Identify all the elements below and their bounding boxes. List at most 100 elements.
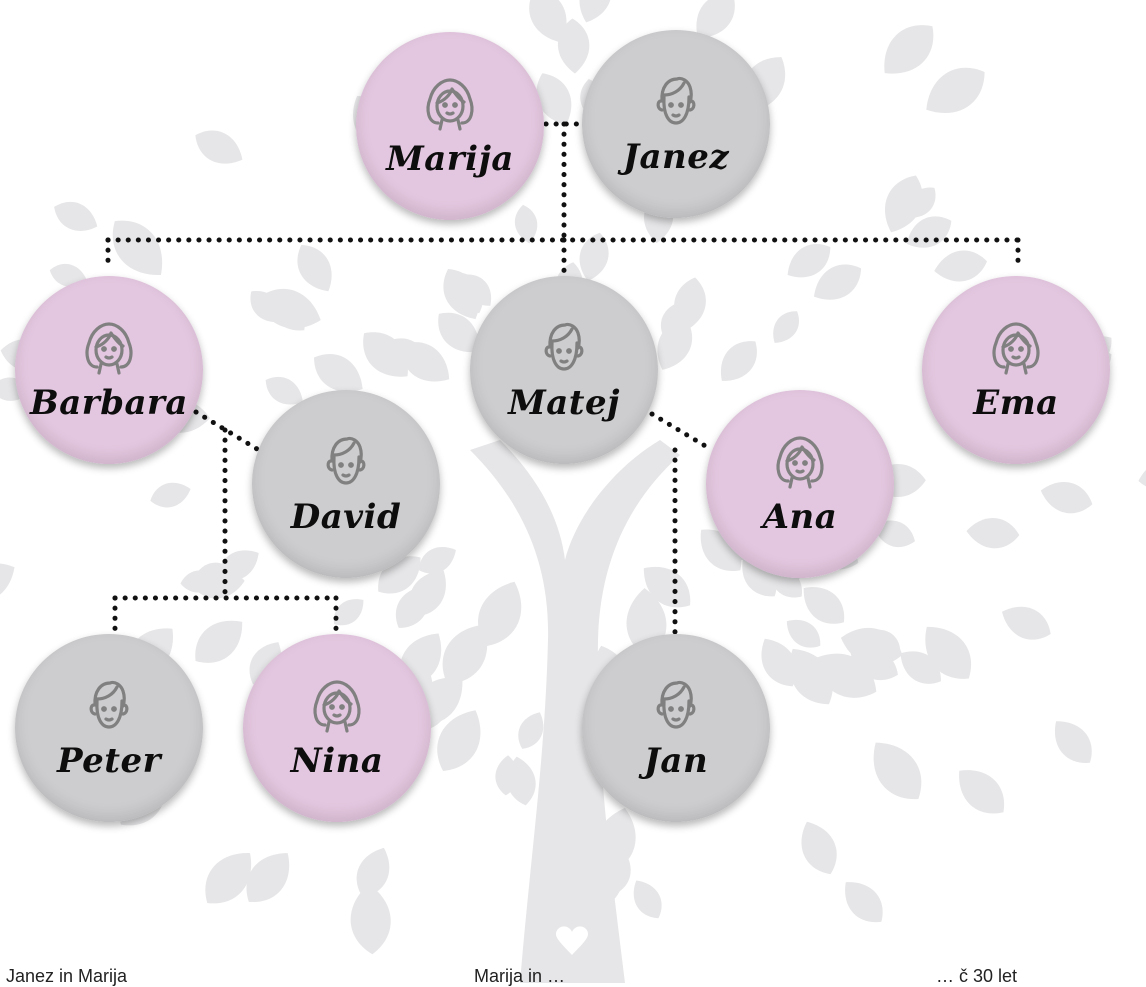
leaf-shape (463, 274, 492, 306)
person-name: Matej (508, 383, 620, 423)
connector-barbara-david (193, 409, 265, 455)
person-name: Barbara (30, 383, 188, 423)
leaf-shape (314, 353, 363, 392)
leaf-shape (589, 844, 624, 903)
male-icon (544, 322, 584, 371)
caption-left: Janez in Marija (6, 966, 128, 986)
leaf-shape (356, 847, 390, 898)
leaf-shape (478, 581, 522, 647)
leaf-shape (884, 25, 934, 74)
person-name: Ana (762, 497, 838, 537)
leaf-shape (0, 563, 15, 602)
leaf-shape (720, 341, 757, 381)
leaf-shape (54, 201, 98, 231)
leaf-shape (395, 586, 429, 628)
person-janez: Janez (582, 30, 770, 218)
person-marija: Marija (356, 32, 544, 220)
leaf-shape (1040, 482, 1093, 514)
leaf-shape (761, 638, 797, 687)
female-icon (426, 78, 474, 131)
connector-matej-ana (649, 411, 715, 453)
person-name: Nina (290, 741, 384, 781)
leaf-shape (789, 648, 833, 705)
tree-trunk (470, 440, 680, 983)
leaf-shape (246, 853, 290, 902)
person-peter: Peter (15, 634, 203, 822)
leaf-shape (195, 130, 243, 164)
leaf-shape (814, 264, 862, 300)
person-jan: Jan (582, 634, 770, 822)
leaf-shape (661, 303, 686, 346)
leaf-shape (925, 626, 972, 679)
female-icon (992, 322, 1040, 375)
leaf-shape (205, 853, 252, 904)
leaf-shape (577, 643, 604, 685)
leaf-shape (873, 742, 922, 799)
person-name: Ema (973, 383, 1059, 423)
leaf-shape (536, 73, 572, 125)
person-name: Marija (386, 139, 514, 179)
leaf-shape (579, 0, 612, 23)
person-ana: Ana (706, 390, 894, 578)
leaf-shape (218, 550, 259, 581)
leaf-shape (773, 311, 799, 343)
leaf-shape (801, 821, 837, 875)
leaf-shape (437, 710, 481, 771)
person-name: Peter (56, 741, 162, 781)
leaf-shape (643, 567, 691, 608)
leaf-shape (438, 312, 479, 353)
leaf-shape (514, 204, 538, 244)
leaf-shape (507, 756, 536, 806)
female-icon (776, 436, 824, 489)
leaf-shape (258, 288, 321, 329)
male-icon (89, 680, 129, 729)
male-icon (656, 680, 696, 729)
leaf-shape (112, 220, 163, 276)
leaf-shape (633, 880, 662, 919)
leaf-shape (873, 520, 915, 547)
leaf-shape (1054, 721, 1092, 763)
leaf-shape (579, 232, 609, 281)
leaf-shape (180, 570, 219, 593)
female-icon (313, 680, 361, 733)
leaf-shape (418, 546, 456, 574)
leaf-shape (966, 518, 1020, 549)
leaf-shape (557, 18, 590, 74)
person-matej: Matej (470, 276, 658, 464)
leaf-shape (926, 67, 985, 114)
leaf-shape (390, 338, 428, 371)
male-icon (326, 436, 366, 485)
caption-middle: Marija in … (474, 966, 566, 986)
leaf-shape (845, 882, 883, 923)
leaf-shape (803, 587, 845, 624)
leaf-shape (696, 0, 735, 38)
leaf-shape (1002, 606, 1051, 640)
leaf-shape (529, 0, 567, 43)
person-david: David (252, 390, 440, 578)
male-icon (656, 76, 696, 125)
person-name: Janez (622, 137, 730, 177)
leaf-shape (195, 620, 243, 663)
heart-icon (555, 926, 589, 955)
leaf-shape (518, 712, 544, 749)
leaf-shape (297, 244, 332, 292)
leaf-shape (150, 482, 191, 508)
female-icon (85, 322, 133, 375)
caption-right: … č 30 let (936, 966, 1018, 986)
leaf-shape (884, 175, 923, 233)
leaf-shape (934, 250, 988, 282)
leaf-shape (787, 244, 831, 278)
person-nina: Nina (243, 634, 431, 822)
person-barbara: Barbara (15, 276, 203, 464)
leaf-shape (868, 629, 901, 656)
leaf-shape (786, 619, 821, 648)
leaf-shape (265, 376, 303, 405)
person-name: Jan (643, 741, 709, 781)
leaf-shape (350, 884, 391, 955)
person-ema: Ema (922, 276, 1110, 464)
leaf-shape (333, 599, 364, 626)
leaf-shape (442, 624, 488, 684)
person-name: David (290, 497, 402, 537)
